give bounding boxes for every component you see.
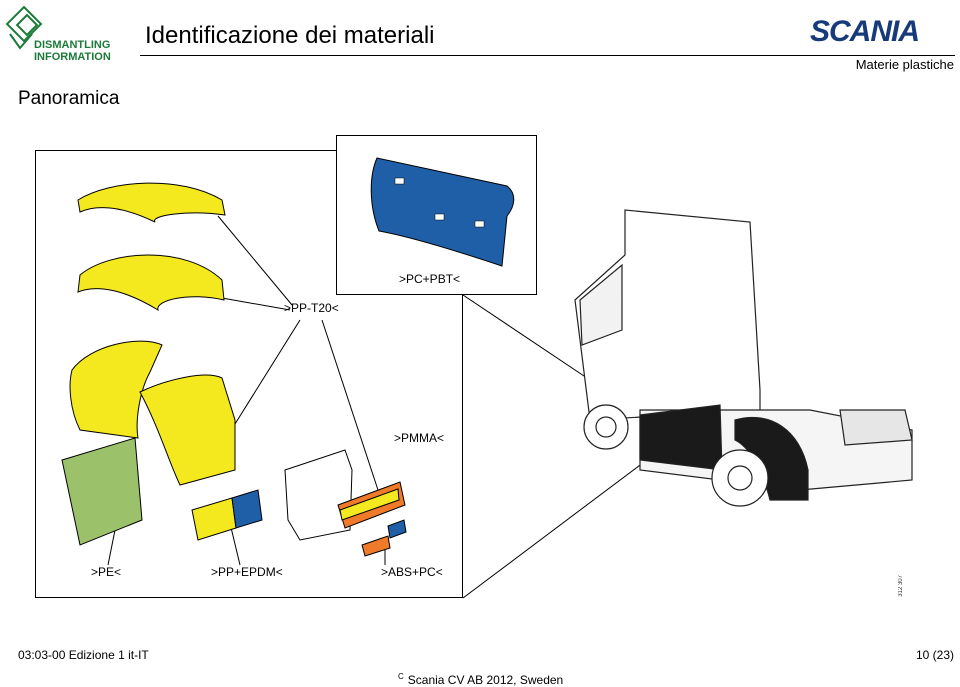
page-title: Identificazione dei materiali bbox=[145, 22, 435, 49]
pp-epdm-panel-blue bbox=[231, 489, 263, 529]
leader-line-inset-top bbox=[462, 294, 591, 381]
label-pmma: >PMMA< bbox=[394, 431, 445, 445]
copyright-mark: C bbox=[398, 672, 404, 681]
materials-overview-frame: >PP-T20< >PMMA< >PE< >PP+EPDM< >ABS+PC< bbox=[35, 150, 463, 598]
truck-windshield bbox=[579, 263, 623, 346]
truck-front-hub bbox=[595, 416, 617, 438]
header-divider bbox=[140, 55, 955, 56]
label-pe: >PE< bbox=[91, 565, 122, 579]
section-name: Materie plastiche bbox=[855, 57, 954, 72]
overview-heading: Panoramica bbox=[18, 88, 120, 109]
truck-rear-hub bbox=[727, 465, 753, 491]
abs-pc-part-orange bbox=[361, 535, 391, 557]
panel-slot-1 bbox=[394, 177, 405, 185]
label-pp-t20: >PP-T20< bbox=[284, 301, 339, 315]
panel-slot-2 bbox=[434, 213, 445, 221]
leader-line-pmma bbox=[321, 319, 379, 491]
label-pc-pbt: >PC+PBT< bbox=[399, 272, 461, 286]
truck-rear-mudguard bbox=[734, 416, 809, 501]
leader-line-pp-t20-c bbox=[224, 319, 301, 441]
blue-side-panel-drawing bbox=[370, 157, 515, 267]
leader-line-pp-t20-a bbox=[217, 215, 293, 306]
truck-fuel-tank bbox=[839, 409, 913, 446]
leader-line-pp-t20-b bbox=[221, 297, 291, 311]
panel-slot-3 bbox=[474, 220, 485, 228]
green-pe-panel bbox=[61, 437, 143, 546]
blue-panel-inset: >PC+PBT< bbox=[336, 135, 537, 295]
drawing-code: 312 307 bbox=[898, 575, 904, 597]
logo-text-line2: INFORMATION bbox=[34, 51, 111, 63]
label-pp-epdm: >PP+EPDM< bbox=[211, 565, 283, 579]
yellow-fender-top bbox=[77, 182, 226, 223]
dismantling-information-logo: DISMANTLING INFORMATION bbox=[4, 4, 124, 64]
document-reference: 03:03-00 Edizione 1 it-IT bbox=[18, 648, 149, 662]
abs-pc-part-blue bbox=[387, 519, 407, 539]
white-lamp-housing bbox=[284, 449, 353, 541]
scania-brand-logo: SCANIA bbox=[810, 14, 956, 46]
pmma-lamp-lens bbox=[339, 488, 400, 521]
blue-pc-pbt-panel bbox=[370, 157, 515, 267]
copyright-text: Scania CV AB 2012, Sweden bbox=[407, 673, 564, 687]
yellow-mudguard-right bbox=[139, 374, 236, 486]
label-abs-pc: >ABS+PC< bbox=[381, 565, 443, 579]
brand-wordmark: SCANIA bbox=[810, 15, 919, 46]
logo-text-line1: DISMANTLING bbox=[34, 39, 110, 51]
truck-side-skirt bbox=[639, 404, 723, 471]
yellow-fender-middle bbox=[77, 254, 225, 312]
page-number: 10 (23) bbox=[915, 648, 954, 662]
